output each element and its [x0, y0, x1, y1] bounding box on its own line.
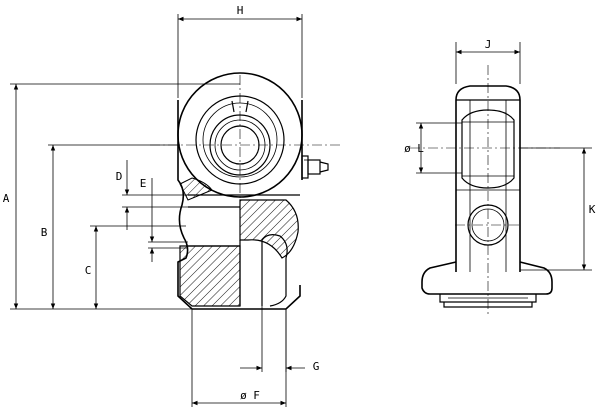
label-C: C [85, 264, 92, 277]
section-hatch-block [179, 245, 241, 307]
dimension-J: J [455, 38, 521, 84]
stem-shank [239, 234, 288, 307]
label-E: E [140, 177, 147, 190]
label-K: K [589, 203, 596, 216]
dimension-L: ø L [404, 122, 462, 174]
dimension-C: C [85, 225, 186, 309]
label-L: ø L [404, 142, 424, 155]
dimension-G: G [240, 300, 319, 373]
label-J: J [485, 38, 492, 51]
dimension-D: D [116, 160, 188, 230]
label-G: G [313, 360, 320, 373]
label-F: ø F [240, 389, 260, 402]
label-B: B [41, 226, 48, 239]
side-view [410, 65, 560, 315]
side-head-outline [455, 85, 521, 272]
grease-bore [188, 194, 300, 247]
label-D: D [116, 170, 123, 183]
section-hatch-left [179, 177, 213, 201]
dimension-E: E [140, 177, 188, 262]
side-flange [421, 261, 553, 295]
label-A: A [3, 192, 10, 205]
label-H: H [237, 4, 244, 17]
section-hatch-wedge [239, 199, 299, 259]
dimension-B: B [41, 144, 180, 309]
side-ball [461, 109, 515, 189]
grease-nipple [301, 155, 329, 179]
dimension-A: A [3, 83, 240, 310]
dimension-K: K [520, 147, 596, 271]
dimension-F: ø F [191, 309, 287, 407]
ring-slot [231, 100, 249, 113]
front-view [150, 72, 340, 310]
